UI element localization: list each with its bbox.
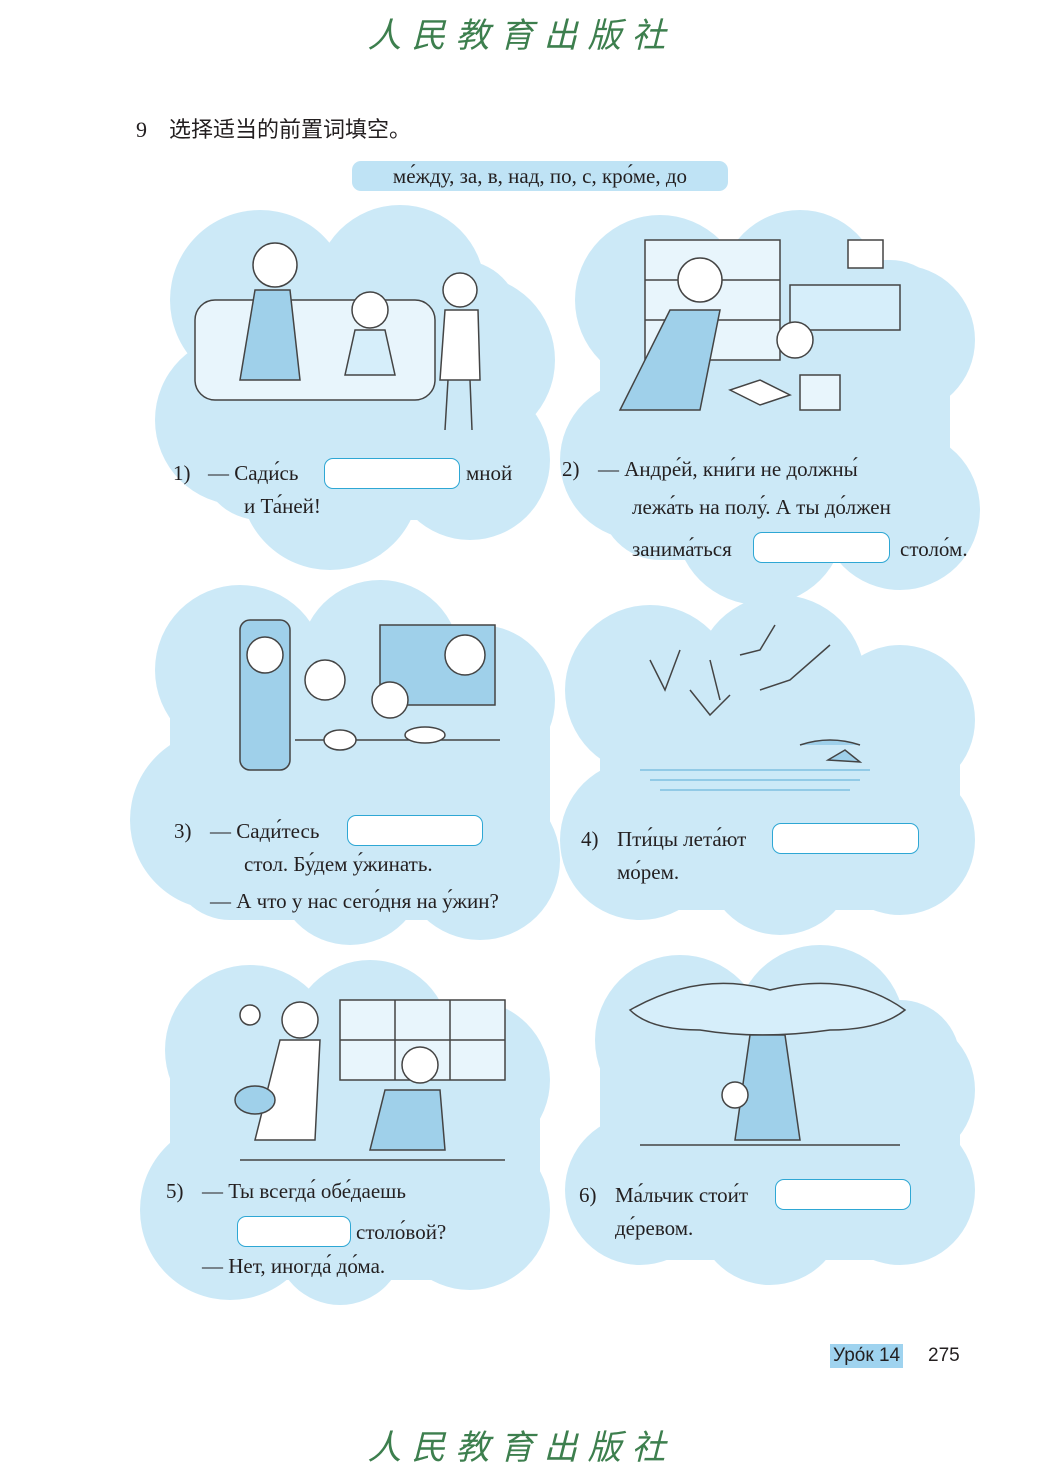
answer-blank-6[interactable] [775,1179,911,1210]
exercise-text: мной [466,461,513,485]
lesson-label: Уро́к 14 [830,1344,904,1368]
exercise-text: стол. Бу́дем у́жинать. [244,852,433,876]
illustration-family-sofa [194,242,481,431]
publisher-logo-text: 人民教育出版社 [367,1428,676,1468]
answer-blank-3[interactable] [347,815,483,846]
answer-blank-4[interactable] [772,823,919,854]
exercise-number: 1) [173,461,191,485]
illustration-tree-boy [628,982,907,1146]
exercise-text: мо́рем. [617,860,680,884]
exercise-number: 3) [174,819,192,843]
illustration-seagulls-sea [640,624,870,791]
task-heading: 9 选择适当的前置词填空。 [136,112,411,144]
exercise-number: 2) [562,457,580,481]
task-number: 9 [136,117,147,142]
exercise-text: — Нет, иногда́ до́ма. [202,1254,386,1278]
page-number: 275 [928,1345,960,1366]
exercise-text: — Ты всегда́ обе́даешь [202,1179,406,1203]
exercise-text: — Андре́й, кни́ги не должны́ [598,457,858,481]
exercise-number: 4) [581,827,599,851]
exercise-text: столо́м. [900,537,968,561]
illustration-dinner-table [239,619,500,771]
answer-blank-2[interactable] [753,532,890,563]
exercise-text: Ма́льчик стои́т [615,1183,749,1207]
task-instruction: 选择适当的前置词填空。 [169,117,412,142]
exercise-text: — А что у нас сего́дня на у́жин? [210,889,499,913]
illustration-books-desk [618,239,901,411]
answer-blank-1[interactable] [324,458,460,489]
exercise-text: — Сади́сь [208,461,299,485]
publisher-logo: 人民教育出版社 [0,8,1043,57]
answer-blank-5[interactable] [237,1216,351,1247]
exercise-text: де́ревом. [615,1216,694,1240]
exercise-text: — Сади́тесь [210,819,320,843]
exercise-text: Пти́цы лета́ют [617,827,747,851]
exercise-number: 6) [579,1183,597,1207]
exercise-text: лежа́ть на полу́. А ты до́лжен [632,495,891,519]
exercise-number: 5) [166,1179,184,1203]
preposition-bank: ме́жду, за, в, над, по, с, кро́ме, до [352,161,728,191]
publisher-logo-text: 人民教育出版社 [367,16,676,56]
exercise-text: и Та́ней! [244,494,321,518]
exercise-text: столо́вой? [356,1220,447,1244]
exercise-text: занима́ться [632,537,732,561]
illustration-cafeteria [234,999,506,1161]
publisher-logo-bottom: 人民教育出版社 [0,1420,1043,1469]
